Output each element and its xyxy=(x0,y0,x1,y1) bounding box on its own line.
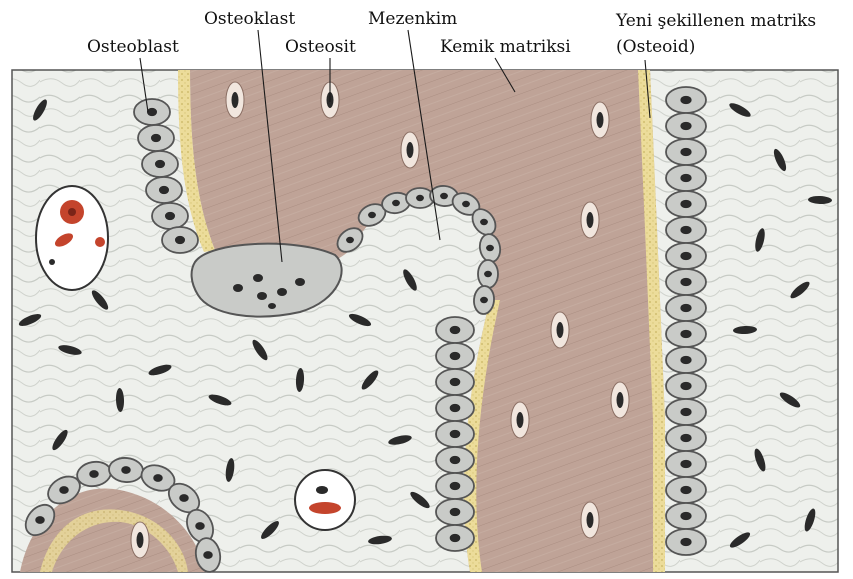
nucleus xyxy=(680,226,691,234)
nucleus xyxy=(440,193,448,199)
nucleus xyxy=(179,494,189,502)
nucleus xyxy=(680,434,691,442)
nucleus xyxy=(89,470,99,478)
osteocyte-nucleus xyxy=(597,112,604,128)
nucleus xyxy=(680,148,691,156)
nucleus xyxy=(680,122,691,130)
osteocyte-nucleus xyxy=(407,142,414,158)
nucleus xyxy=(484,271,492,277)
osteocyte-nucleus xyxy=(617,392,624,408)
osteocyte-nucleus xyxy=(557,322,564,338)
nucleus xyxy=(450,326,461,334)
nucleus xyxy=(480,297,488,303)
nucleus xyxy=(680,200,691,208)
nucleus xyxy=(450,508,461,516)
nucleus xyxy=(35,516,45,524)
label-yeni-matriks: Yeni şekillenen matriks xyxy=(615,11,816,31)
osteocyte-nucleus xyxy=(517,412,524,428)
nucleus xyxy=(680,460,691,468)
nucleus xyxy=(480,219,488,225)
nucleus xyxy=(153,474,163,482)
nucleus xyxy=(680,96,691,104)
nucleus xyxy=(680,382,691,390)
nucleus xyxy=(680,356,691,364)
blood-vessel-lower xyxy=(295,470,355,530)
nucleus xyxy=(368,212,376,218)
nucleus xyxy=(450,456,461,464)
nucleus xyxy=(203,551,213,559)
nucleus xyxy=(680,486,691,494)
nucleus xyxy=(159,186,169,194)
nucleus xyxy=(680,538,691,546)
nucleus xyxy=(450,430,461,438)
nucleus xyxy=(486,245,494,251)
nucleus xyxy=(151,134,161,142)
nucleus xyxy=(165,212,175,220)
nucleus xyxy=(450,352,461,360)
nucleus xyxy=(195,522,205,530)
osteocyte-nucleus xyxy=(587,512,594,528)
label-mezenkim: Mezenkim xyxy=(368,9,457,29)
osteocyte-nucleus xyxy=(232,92,239,108)
nucleus xyxy=(680,330,691,338)
nucleus xyxy=(680,304,691,312)
osteocyte-nucleus xyxy=(587,212,594,228)
nucleus xyxy=(450,482,461,490)
nucleus xyxy=(346,237,354,243)
nucleus xyxy=(175,236,185,244)
nucleus xyxy=(680,252,691,260)
nucleus xyxy=(121,466,131,474)
nucleus xyxy=(680,512,691,520)
label-osteosit: Osteosit xyxy=(285,37,356,57)
nucleus xyxy=(450,378,461,386)
nucleus xyxy=(680,278,691,286)
nucleus xyxy=(680,174,691,182)
nucleus xyxy=(147,108,157,116)
nucleus xyxy=(59,486,69,494)
nucleus xyxy=(680,408,691,416)
nucleus xyxy=(416,195,424,201)
nucleus xyxy=(155,160,165,168)
nucleus xyxy=(450,404,461,412)
osteoblast-row-middle xyxy=(436,317,474,551)
label-osteoklast: Osteoklast xyxy=(204,9,295,29)
nucleus xyxy=(392,200,400,206)
nucleus xyxy=(462,201,470,207)
label-osteoblast: Osteoblast xyxy=(87,37,179,57)
osteocyte-nucleus xyxy=(137,532,144,548)
label-osteoid: (Osteoid) xyxy=(616,37,695,57)
label-kemik-matriksi: Kemik matriksi xyxy=(440,37,571,57)
nucleus xyxy=(450,534,461,542)
